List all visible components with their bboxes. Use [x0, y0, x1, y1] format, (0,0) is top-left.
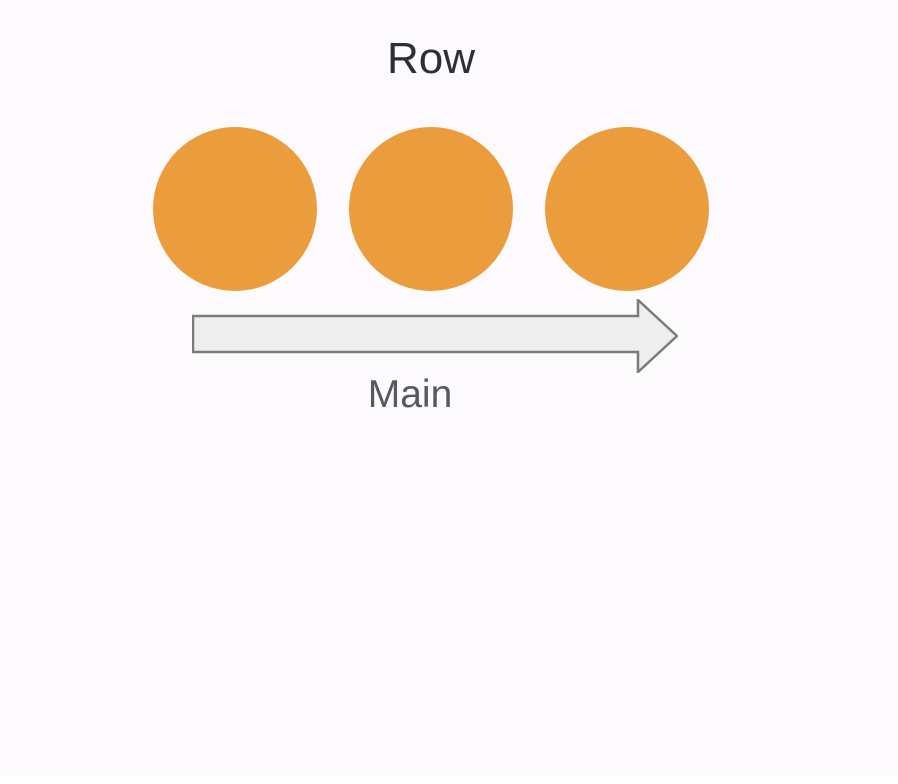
main-axis-arrow-icon [192, 299, 678, 373]
diagram-title: Row [386, 34, 476, 83]
flex-item-circle [545, 127, 709, 291]
flex-items-row [153, 127, 709, 291]
bottom-strip [0, 775, 898, 784]
flex-item-circle [153, 127, 317, 291]
flex-item-circle [349, 127, 513, 291]
main-axis-label: Main [367, 373, 453, 416]
